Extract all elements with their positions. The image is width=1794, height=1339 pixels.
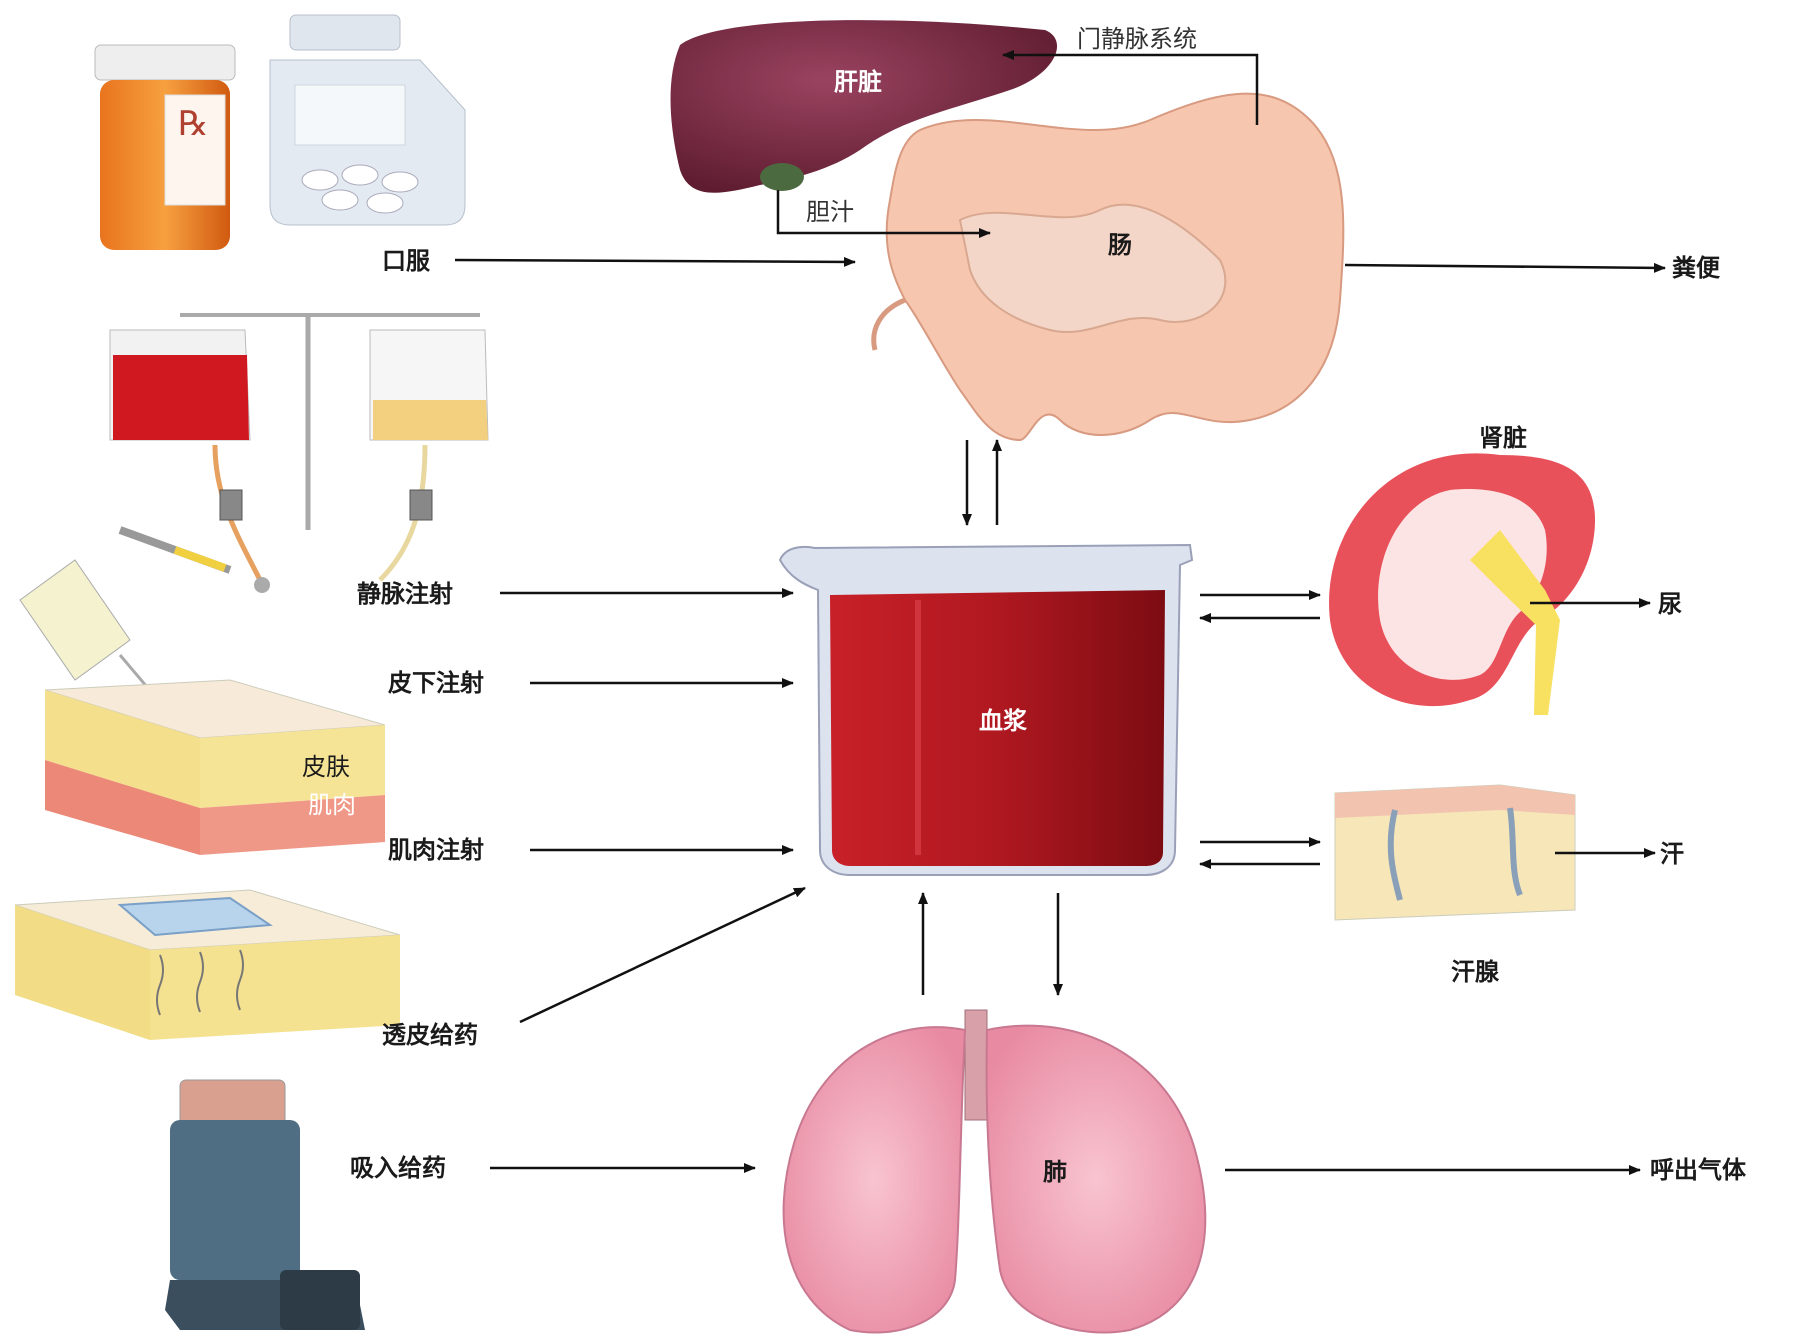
sweat-gland-icon [1335,785,1575,920]
route-oral-label: 口服 [382,249,430,273]
lungs-icon [784,1010,1206,1333]
route-subcutaneous-label: 皮下注射 [388,671,484,695]
liver-label: 肝脏 [834,70,882,94]
route-inhalation-label: 吸入给药 [350,1156,446,1180]
svg-text:℞: ℞ [178,104,208,144]
pill-bottle-icon: ℞ [95,45,235,250]
portal-system-label: 门静脉系统 [1077,27,1197,51]
transdermal-patch-icon [15,890,400,1040]
route-transdermal-label: 透皮给药 [382,1023,478,1047]
intestine-icon [874,94,1344,440]
inhaler-icon [165,1080,365,1330]
muscle-label: 肌肉 [308,793,356,817]
plasma-label: 血浆 [979,709,1027,733]
feces-label: 粪便 [1672,256,1720,280]
route-intramuscular-label: 肌肉注射 [388,838,484,862]
lung-label: 肺 [1043,1160,1067,1184]
exhaled-label: 呼出气体 [1650,1158,1746,1182]
iv-bags-icon [110,315,488,593]
skin-label: 皮肤 [302,755,350,779]
tablet-jar-icon [270,15,465,225]
intestine-label: 肠 [1108,233,1132,257]
urine-label: 尿 [1658,592,1682,616]
sweat-gland-label: 汗腺 [1451,960,1499,984]
route-iv-label: 静脉注射 [357,582,453,606]
sweat-label: 汗 [1660,842,1684,866]
kidney-icon [1329,453,1595,715]
kidney-label: 肾脏 [1479,426,1527,450]
bile-label: 胆汁 [806,200,854,224]
